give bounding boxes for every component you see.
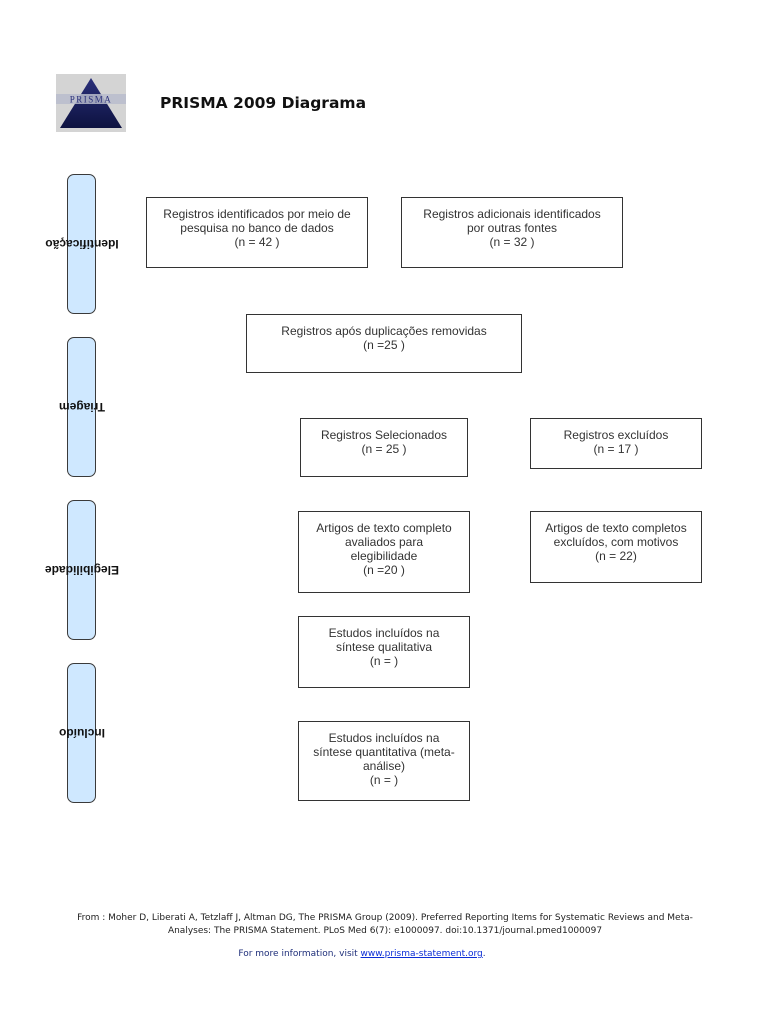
box-line: avaliados para: [344, 535, 424, 549]
box-db-search: Registros identificados por meio de pesq…: [146, 197, 368, 268]
citation-line: Analyses: The PRISMA Statement. PLoS Med…: [167, 926, 603, 936]
box-excluded: Registros excluídos (n = 17 ): [530, 418, 702, 469]
phase-incluido: Incluído: [59, 663, 105, 803]
phase-triagem: Triagem: [58, 337, 105, 477]
phase-label: Incluído: [58, 726, 105, 740]
box-line: (n =20 ): [363, 563, 405, 577]
phase-label: Identificação: [44, 237, 119, 251]
logo-text: PRISMA: [70, 95, 113, 105]
box-line: elegibilidade: [350, 549, 418, 563]
box-line: Artigos de texto completo: [316, 521, 452, 535]
box-line: (n = 25 ): [361, 442, 407, 456]
box-line: Registros identificados por meio de: [163, 207, 351, 221]
box-line: pesquisa no banco de dados: [180, 221, 334, 235]
box-line: síntese quantitativa (meta-: [313, 745, 455, 759]
prisma-logo: PRISMA: [56, 74, 126, 132]
box-line: (n = 22): [595, 549, 637, 563]
page-title: PRISMA 2009 Diagrama: [160, 94, 367, 112]
box-line: (n = 42 ): [234, 235, 280, 249]
box-line: por outras fontes: [466, 221, 558, 235]
box-line: (n = ): [369, 654, 399, 668]
box-line: Registros após duplicações removidas: [281, 324, 487, 338]
phase-label: Triagem: [58, 400, 105, 414]
box-line: (n = ): [369, 773, 399, 787]
phase-identificacao: Identificação: [45, 174, 118, 314]
box-other-sources: Registros adicionais identificados por o…: [401, 197, 623, 268]
box-line: (n =25 ): [363, 338, 405, 352]
box-fulltext-excluded: Artigos de texto completos excluídos, co…: [530, 511, 702, 583]
prisma-website-link[interactable]: www.prisma-statement.org: [360, 949, 483, 959]
phase-elegibilidade: Elegibilidade: [44, 500, 119, 640]
citation: From : Moher D, Liberati A, Tetzlaff J, …: [40, 912, 730, 938]
box-line: (n = 32 ): [489, 235, 535, 249]
box-line: análise): [362, 759, 406, 773]
box-screened: Registros Selecionados (n = 25 ): [300, 418, 468, 477]
box-line: Artigos de texto completos: [545, 521, 687, 535]
box-fulltext-assessed: Artigos de texto completo avaliados para…: [298, 511, 470, 593]
more-info-prefix: For more information, visit: [238, 949, 361, 959]
box-line: excluídos, com motivos: [553, 535, 679, 549]
box-line: Registros adicionais identificados: [423, 207, 601, 221]
box-qualitative: Estudos incluídos na síntese qualitativa…: [298, 616, 470, 688]
box-line: Registros Selecionados: [320, 428, 448, 442]
box-duplicates-removed: Registros após duplicações removidas (n …: [246, 314, 522, 373]
box-line: (n = 17 ): [593, 442, 639, 456]
box-line: síntese qualitativa: [335, 640, 433, 654]
more-info: For more information, visit www.prisma-s…: [0, 949, 724, 959]
box-line: Estudos incluídos na: [328, 731, 440, 745]
box-line: Estudos incluídos na: [328, 626, 440, 640]
box-quantitative: Estudos incluídos na síntese quantitativ…: [298, 721, 470, 801]
citation-line: From : Moher D, Liberati A, Tetzlaff J, …: [77, 913, 693, 923]
box-line: Registros excluídos: [563, 428, 669, 442]
more-info-suffix: .: [482, 949, 486, 959]
phase-label: Elegibilidade: [44, 563, 119, 577]
